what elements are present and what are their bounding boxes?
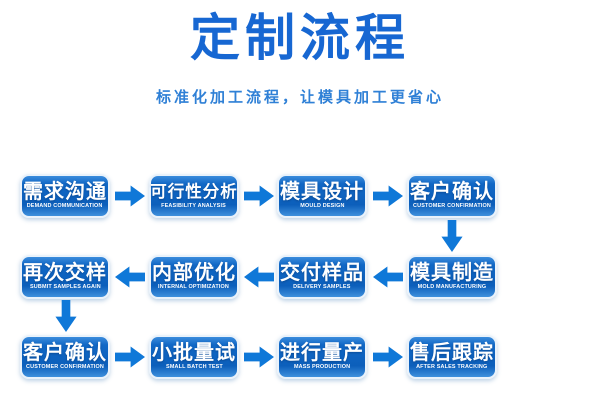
page-subtitle: 标准化加工流程，让模具加工更省心	[155, 89, 444, 106]
flow-step-mass-production: 进行量产 MASS PRODUCTION	[277, 335, 367, 379]
flow-step-small-batch-test: 小批量试 SMALL BATCH TEST	[149, 335, 239, 379]
flow-step-label-zh: 需求沟通	[23, 181, 107, 203]
flow-step-label-en: CUSTOMER CONFIRMATION	[26, 364, 104, 370]
arrow-down-icon	[441, 220, 463, 252]
flow-step-label-zh: 售后跟踪	[410, 342, 494, 364]
arrow-left-icon	[373, 266, 403, 288]
flow-step-label-zh: 模具制造	[410, 262, 494, 284]
flow-step-label-en: FEASIBILITY ANALYSIS	[161, 203, 227, 209]
arrow-right-icon	[373, 185, 403, 207]
flow-step-delivery-samples: 交付样品 DELIVERY SAMPLES	[277, 255, 367, 299]
arrow-down-icon	[55, 300, 77, 332]
flow-step-submit-samples-again: 再次交样 SUBMIT SAMPLES AGAIN	[20, 255, 110, 299]
flow-step-label-en: DEMAND COMMUNICATION	[27, 203, 103, 209]
flow-step-label-zh: 客户确认	[23, 342, 107, 364]
flow-step-label-en: INTERNAL OPTIMIZATION	[158, 284, 230, 290]
flow-step-feasibility-analysis: 可行性分析 FEASIBILITY ANALYSIS	[149, 174, 239, 218]
flow-step-demand-communication: 需求沟通 DEMAND COMMUNICATION	[20, 174, 110, 218]
flow-step-label-en: CUSTOMER CONFIRMATION	[413, 203, 491, 209]
flow-step-label-zh: 进行量产	[280, 342, 364, 364]
arrow-right-icon	[373, 346, 403, 368]
arrow-right-icon	[244, 346, 274, 368]
flow-step-after-sales-tracking: 售后跟踪 AFTER SALES TRACKING	[407, 335, 497, 379]
arrow-left-icon	[244, 266, 274, 288]
arrow-right-icon	[115, 346, 145, 368]
page-title: 定制流程	[190, 10, 410, 66]
flow-step-mould-design: 模具设计 MOULD DESIGN	[277, 174, 367, 218]
flow-step-label-zh: 可行性分析	[150, 183, 238, 201]
flow-step-label-zh: 模具设计	[280, 181, 364, 203]
flow-step-label-en: DELIVERY SAMPLES	[293, 284, 351, 290]
flow-step-label-zh: 客户确认	[410, 181, 494, 203]
arrow-left-icon	[115, 266, 145, 288]
flow-step-label-en: MOULD DESIGN	[299, 203, 345, 209]
flow-step-label-zh: 小批量试	[152, 342, 236, 364]
flow-step-label-zh: 内部优化	[152, 262, 236, 284]
flow-step-mold-manufacturing: 模具制造 MOLD MANUFACTURING	[407, 255, 497, 299]
flow-step-label-en: MOLD MANUFACTURING	[417, 284, 487, 290]
arrow-right-icon	[244, 185, 274, 207]
flow-step-label-zh: 交付样品	[280, 262, 364, 284]
flow-step-label-en: SMALL BATCH TEST	[165, 364, 223, 370]
flow-step-label-en: MASS PRODUCTION	[293, 364, 351, 370]
flow-step-customer-confirmation-2: 客户确认 CUSTOMER CONFIRMATION	[20, 335, 110, 379]
flow-step-internal-optimization: 内部优化 INTERNAL OPTIMIZATION	[149, 255, 239, 299]
flow-step-customer-confirmation-1: 客户确认 CUSTOMER CONFIRMATION	[407, 174, 497, 218]
flow-step-label-en: SUBMIT SAMPLES AGAIN	[29, 284, 101, 290]
flow-step-label-zh: 再次交样	[23, 262, 107, 284]
arrow-right-icon	[115, 185, 145, 207]
flow-step-label-en: AFTER SALES TRACKING	[416, 364, 488, 370]
